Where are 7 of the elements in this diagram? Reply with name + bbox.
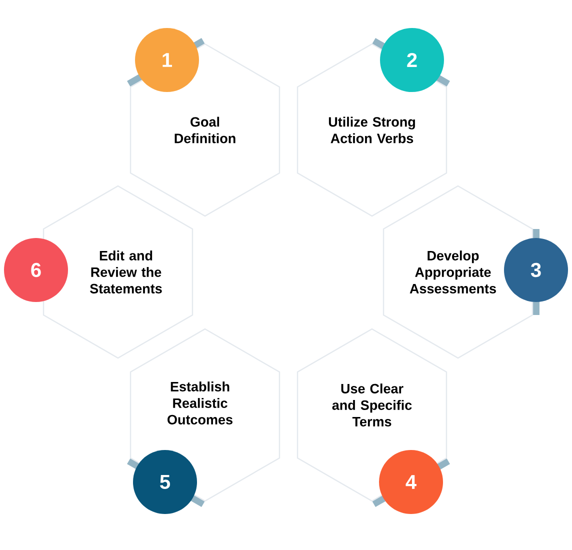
hexagon: Edit and Review the Statements — [42, 185, 194, 359]
number-badge: 5 — [133, 450, 197, 514]
number-badge: 4 — [379, 450, 443, 514]
number-badge: 1 — [135, 28, 199, 92]
number-badge: 6 — [4, 238, 68, 302]
number-badge: 2 — [380, 28, 444, 92]
number-badge: 3 — [504, 238, 568, 302]
